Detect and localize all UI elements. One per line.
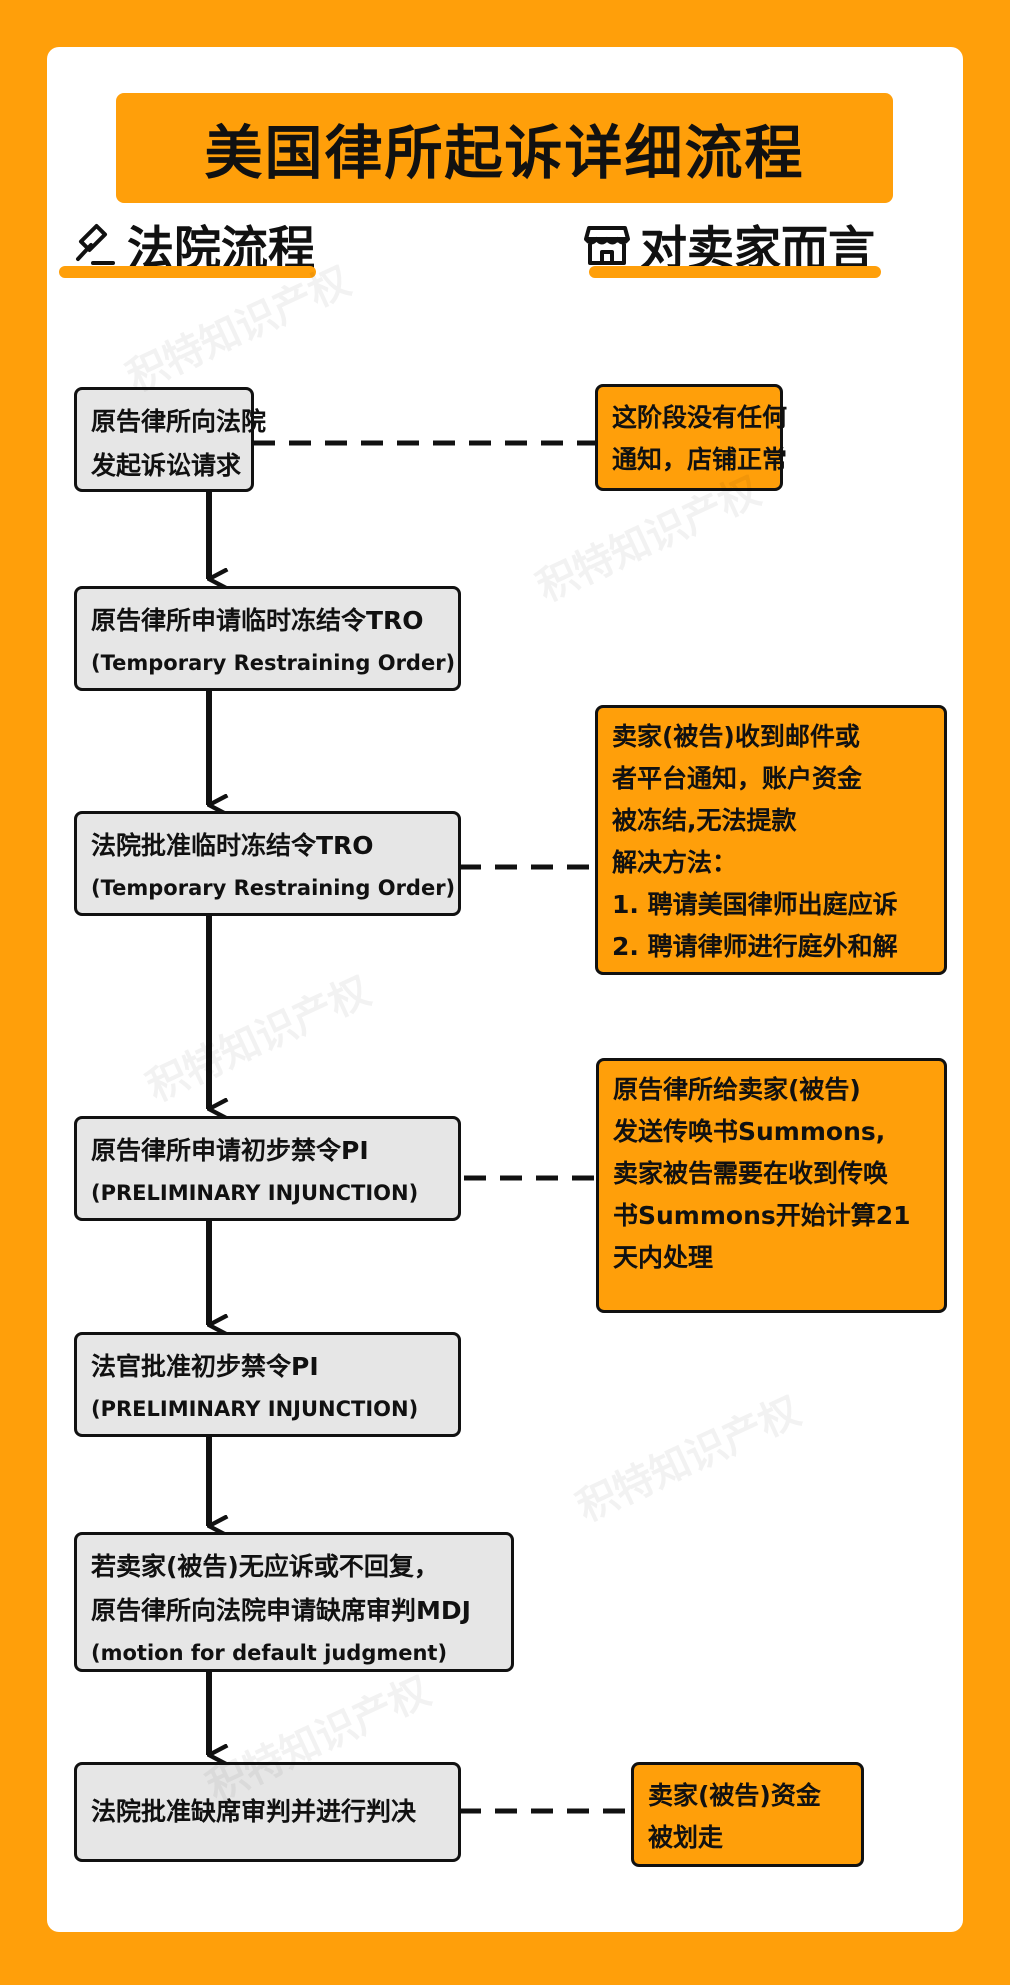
court-header-underline xyxy=(59,266,316,278)
step-3-box: 法院批准临时冻结令TRO (Temporary Restraining Orde… xyxy=(74,811,461,916)
step-text: 法院批准临时冻结令TRO xyxy=(91,831,374,860)
note-text: 被冻结,无法提款 xyxy=(612,806,797,835)
step-subtext: (Temporary Restraining Order) xyxy=(91,876,456,900)
step-text: 原告律所申请临时冻结令TRO xyxy=(91,606,424,635)
note-text: 这阶段没有任何 xyxy=(612,403,788,432)
note-2-box: 卖家(被告)收到邮件或 者平台通知，账户资金 被冻结,无法提款 解决方法： 1.… xyxy=(595,705,947,975)
step-text: 原告律所向法院 xyxy=(91,407,267,436)
note-text: 卖家(被告)收到邮件或 xyxy=(612,722,860,751)
step-subtext: (PRELIMINARY INJUNCTION) xyxy=(91,1181,419,1205)
seller-header-underline xyxy=(589,266,881,278)
note-text: 被划走 xyxy=(648,1823,724,1852)
note-text: 卖家(被告)资金 xyxy=(648,1781,821,1810)
step-text: 发起诉讼请求 xyxy=(91,451,242,480)
note-text: 原告律所给卖家(被告) xyxy=(613,1075,861,1104)
note-1-box: 这阶段没有任何 通知，店铺正常 xyxy=(595,384,788,491)
note-text: 2. 聘请律师进行庭外和解 xyxy=(612,932,898,961)
step-text: 法院批准缺席审判并进行判决 xyxy=(91,1797,417,1826)
step-4-box: 原告律所申请初步禁令PI (PRELIMINARY INJUNCTION) xyxy=(74,1116,461,1221)
note-text: 天内处理 xyxy=(613,1243,714,1272)
note-text: 者平台通知，账户资金 xyxy=(612,764,863,793)
step-subtext: (PRELIMINARY INJUNCTION) xyxy=(91,1397,419,1421)
step-text: 原告律所向法院申请缺席审判MDJ xyxy=(91,1596,471,1625)
step-subtext: (motion for default judgment) xyxy=(91,1641,448,1665)
step-subtext: (Temporary Restraining Order) xyxy=(91,651,456,675)
step-text: 法官批准初步禁令PI xyxy=(91,1352,319,1381)
note-3-box: 原告律所给卖家(被告) 发送传唤书Summons, 卖家被告需要在收到传唤 书S… xyxy=(596,1058,947,1313)
note-text: 解决方法： xyxy=(612,848,738,877)
store-icon xyxy=(584,222,630,268)
flow-connectors xyxy=(206,440,631,1814)
note-text: 发送传唤书Summons, xyxy=(613,1117,886,1146)
step-7-box: 法院批准缺席审判并进行判决 xyxy=(74,1762,461,1862)
note-text: 卖家被告需要在收到传唤 xyxy=(613,1159,889,1188)
step-1-box: 原告律所向法院 发起诉讼请求 xyxy=(74,387,267,492)
content-card: 美国律所起诉详细流程 法院流程 对卖家而言 xyxy=(47,47,963,1932)
step-5-box: 法官批准初步禁令PI (PRELIMINARY INJUNCTION) xyxy=(74,1332,461,1437)
step-text: 原告律所申请初步禁令PI xyxy=(91,1136,369,1165)
note-4-box: 卖家(被告)资金 被划走 xyxy=(631,1762,864,1867)
step-2-box: 原告律所申请临时冻结令TRO (Temporary Restraining Or… xyxy=(74,586,461,691)
page-title: 美国律所起诉详细流程 xyxy=(116,93,893,203)
step-6-box: 若卖家(被告)无应诉或不回复， 原告律所向法院申请缺席审判MDJ (motion… xyxy=(74,1532,514,1672)
note-text: 1. 聘请美国律师出庭应诉 xyxy=(612,890,898,919)
note-text: 通知，店铺正常 xyxy=(612,445,788,474)
note-text: 书Summons开始计算21 xyxy=(613,1201,911,1230)
step-text: 若卖家(被告)无应诉或不回复， xyxy=(91,1552,439,1581)
gavel-icon xyxy=(73,223,117,267)
